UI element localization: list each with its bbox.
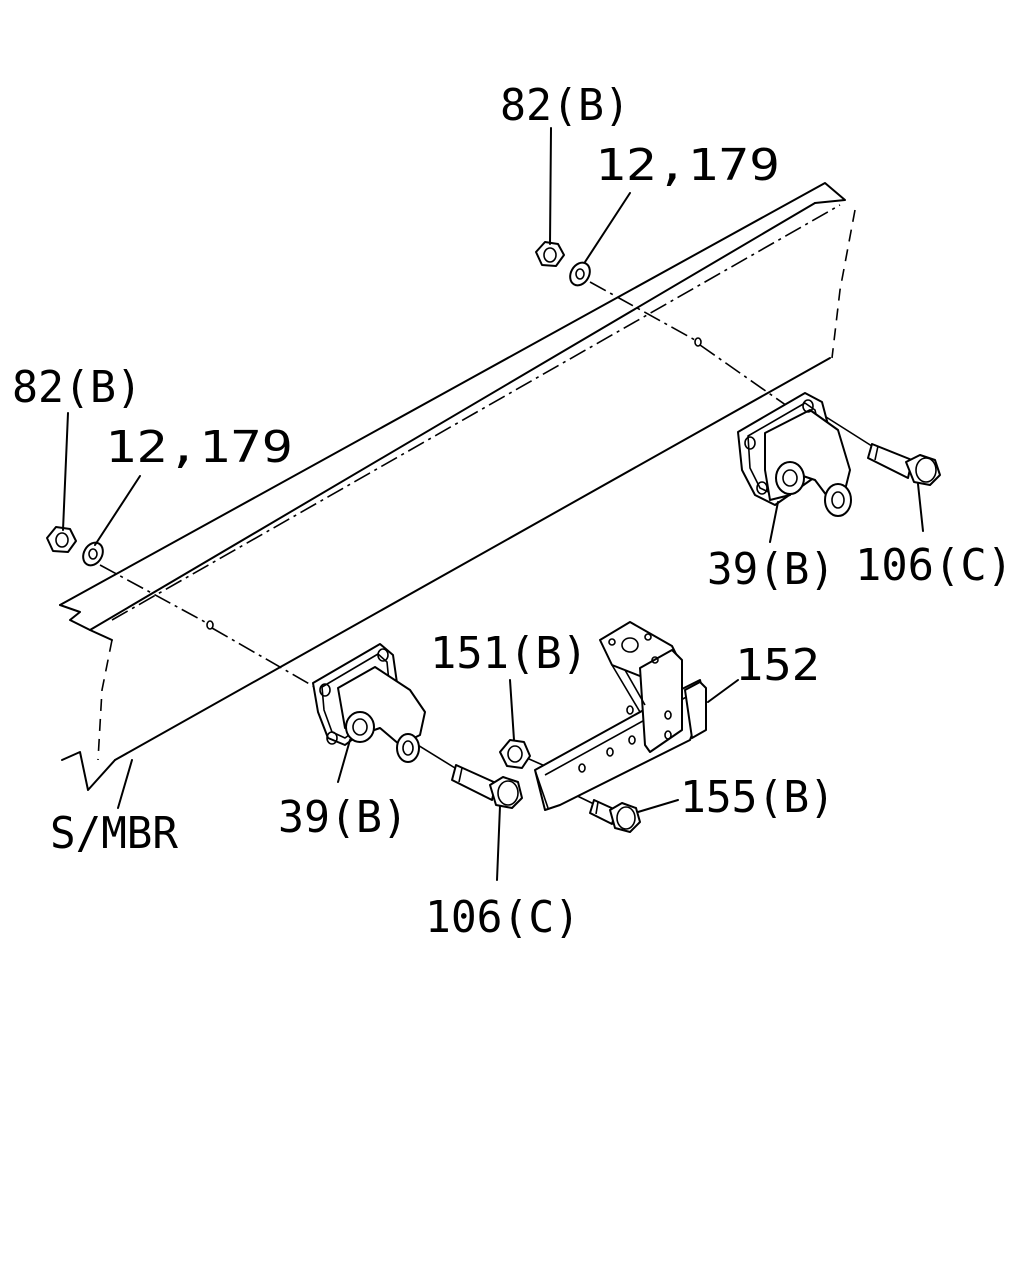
nut-82b-left-part [46,526,77,553]
side-member-rail [59,182,856,791]
label-39b-left: 39(B) [278,792,408,843]
bolt-155b-part [589,799,641,833]
label-12-179-top: 12,179 [595,140,780,191]
label-82b-top: 82(B) [500,80,630,131]
crossmember-152-part [534,621,707,811]
washer-12-179-top-part [569,261,591,287]
rail-hole-left [206,620,214,630]
label-155b: 155(B) [680,772,835,823]
bracket-39b-left-part [312,643,426,763]
label-12-179-left: 12,179 [105,422,293,473]
nut-151b-part [499,739,531,769]
nut-82b-top-part [535,241,565,267]
label-s-mbr: S/MBR [50,808,178,859]
bolt-106c-right-part [867,443,941,486]
rail-hole-right [694,337,702,347]
label-leaders [62,127,924,881]
bracket-39b-right-part [737,392,852,517]
bolt-106c-bottom-part [451,764,523,809]
label-82b-left: 82(B) [12,362,142,413]
washer-12-179-left-part [82,541,104,567]
label-39b-right: 39(B) [707,544,835,595]
label-151b: 151(B) [430,628,588,679]
label-152: 152 [735,640,820,691]
label-106c-bottom: 106(C) [425,892,580,943]
label-106c-right: 106(C) [855,540,1013,591]
